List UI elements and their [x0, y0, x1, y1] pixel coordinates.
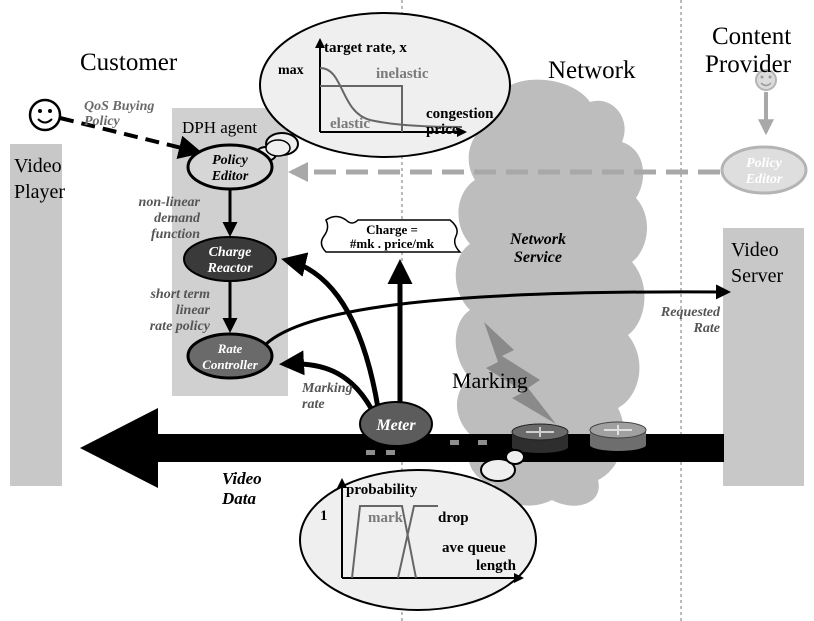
charge-note — [320, 215, 462, 253]
rate-policy-label-line2: linear — [176, 303, 211, 318]
drop-curve — [397, 505, 438, 579]
marking-rate-label-line1: Marking — [301, 381, 353, 396]
content-provider-heading-line2: Provider — [705, 51, 792, 78]
demand-x-axis-label-line1: congestion — [426, 106, 494, 122]
provider-editor-label-line2: Editor — [745, 172, 783, 187]
network-service-label-line2: Service — [514, 249, 562, 266]
content-provider-heading-line1: Content — [712, 23, 791, 50]
qos-policy-label-line1: QoS Buying — [84, 99, 154, 114]
charge-note-line1: Charge = — [366, 222, 418, 237]
demand-max-label: max — [278, 63, 304, 78]
demand-inelastic-label: inelastic — [376, 66, 429, 82]
meter-node — [359, 401, 433, 447]
rate-controller-label-line2: Controller — [202, 357, 259, 372]
policy-editor-node — [186, 143, 274, 191]
demand-y-axis-label: target rate, x — [324, 40, 407, 56]
meter-to-controller-arrow — [279, 350, 375, 412]
demand-x-axis-label-line2: price — [426, 122, 459, 138]
policy-editor-label-line2: Editor — [211, 169, 249, 184]
rate-controller-node — [186, 332, 274, 380]
marking-graph-bubble — [299, 469, 537, 611]
video-data-arrow-head — [80, 408, 158, 488]
packet — [386, 450, 395, 455]
rate-policy-label-line3: rate policy — [150, 319, 211, 334]
demand-label-line3: function — [151, 227, 200, 242]
provider-smiley-icon — [755, 69, 777, 91]
marking-drop-label: drop — [438, 510, 469, 526]
provider-editor-label-line1: Policy — [746, 156, 783, 171]
qos-policy-label-line2: Policy — [84, 114, 121, 129]
requested-rate-label-line2: Rate — [693, 321, 720, 336]
meter-to-reactor-arrow — [281, 252, 381, 409]
video-player-panel — [10, 144, 62, 486]
qos-policy-arrow — [59, 116, 203, 160]
video-player-label-line2: Player — [14, 181, 65, 203]
provider-policy-editor — [720, 145, 808, 195]
video-data-label-line2: Data — [221, 489, 257, 508]
network-service-label-line1: Network — [509, 231, 566, 248]
video-player-label-line1: Video — [14, 155, 62, 177]
video-server-label-line1: Video — [731, 239, 779, 261]
rate-policy-label-line1: short term — [149, 287, 210, 302]
charge-reactor-label-line2: Reactor — [206, 261, 253, 276]
customer-heading: Customer — [80, 49, 178, 76]
network-heading: Network — [548, 57, 636, 84]
policy-editor-small-bubble — [265, 139, 291, 157]
requested-rate-label-line1: Requested — [660, 305, 721, 320]
marking-x-axis-label-line2: length — [476, 558, 517, 574]
requested-rate-arrow — [260, 284, 731, 349]
marking-rate-label-line2: rate — [302, 397, 325, 412]
packet — [478, 440, 487, 445]
demand-label-line2: demand — [154, 211, 201, 226]
charge-reactor-label-line1: Charge — [209, 245, 252, 260]
meter-label: Meter — [375, 417, 416, 434]
marking-x-axis-label-line1: ave queue — [442, 540, 506, 556]
elastic-curve — [319, 67, 463, 128]
video-server-panel — [723, 228, 804, 486]
marking-label: Marking — [452, 368, 528, 393]
rate-controller-label-line1: Rate — [217, 341, 243, 356]
inelastic-curve — [320, 85, 403, 132]
demand-label-line1: non-linear — [139, 195, 201, 210]
packet — [366, 450, 375, 455]
lightning-bolt-icon — [484, 322, 556, 424]
policy-editor-label-line1: Policy — [212, 153, 249, 168]
marking-one-label: 1 — [320, 508, 328, 524]
packet — [450, 440, 459, 445]
charge-note-line2: #mk . price/mk — [350, 236, 435, 251]
bubble-tail — [480, 458, 516, 482]
dph-agent-label: DPH agent — [182, 118, 257, 137]
router-icon — [589, 421, 647, 451]
marking-mark-label: mark — [368, 510, 404, 526]
customer-smiley-icon — [28, 98, 62, 132]
video-server-label-line2: Server — [731, 265, 784, 287]
mark-curve — [351, 505, 417, 579]
demand-elastic-label: elastic — [330, 116, 370, 132]
charge-reactor-node — [183, 236, 277, 282]
router-icon — [511, 423, 569, 453]
bubble-tail — [505, 449, 525, 465]
marking-y-axis-label: probability — [346, 482, 418, 498]
video-data-label-line1: Video — [222, 469, 262, 488]
